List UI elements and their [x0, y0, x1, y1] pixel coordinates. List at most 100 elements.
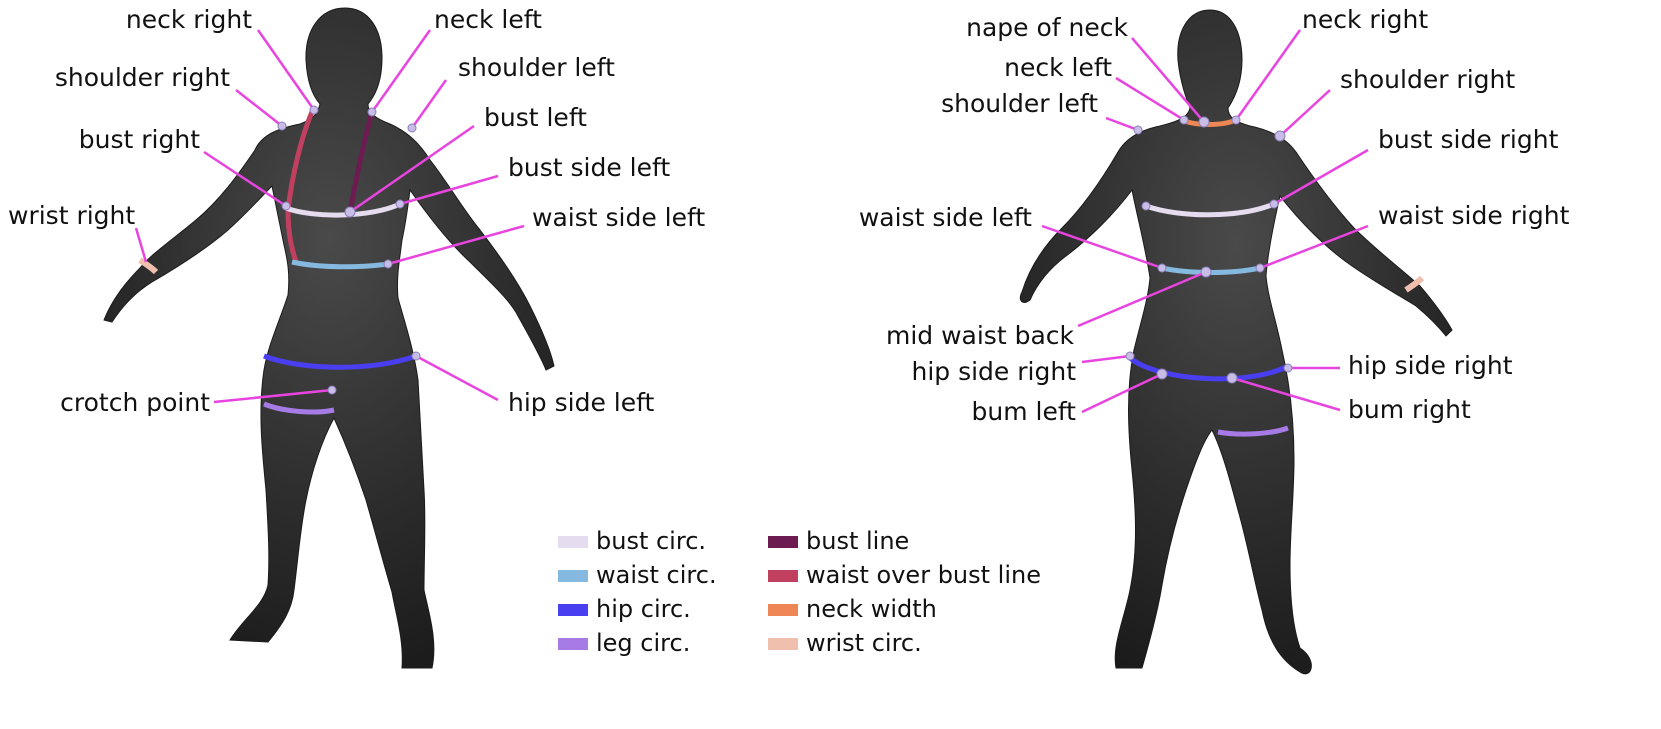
- back-landmarks: [1125, 115, 1293, 384]
- point-neck-right: [309, 105, 319, 115]
- label-back-neck-left: neck left: [1004, 53, 1112, 82]
- back-hip-circ: [1128, 355, 1290, 382]
- label-back-bum-left: bum left: [971, 397, 1076, 426]
- point-shoulder-left: [407, 123, 417, 133]
- leader-bust-right: [203, 150, 287, 208]
- leader-hip-side-left: [415, 354, 499, 402]
- leader-wrist-right: [134, 227, 148, 263]
- label-back-waist-side-right: waist side right: [1378, 201, 1570, 230]
- point-bust-side-left: [395, 199, 405, 209]
- leader-back-bum-left: [1081, 372, 1163, 414]
- leader-back-waist-side-right: [1259, 224, 1369, 270]
- point-crotch: [327, 385, 337, 395]
- leader-back-hip-side-right-l: [1081, 354, 1131, 364]
- label-back-bum-right: bum right: [1348, 395, 1471, 424]
- back-wrist-circ: [1404, 275, 1425, 293]
- legend-swatch-waist-circ: [558, 570, 588, 582]
- legend-item-neck-width: neck width: [768, 595, 937, 623]
- front-bust-circ: [285, 201, 402, 218]
- front-hip-circ: [263, 353, 417, 370]
- label-back-neck-right: neck right: [1302, 5, 1428, 34]
- legend-swatch-wrist-circ: [768, 638, 798, 650]
- legend-label-neck-width: neck width: [806, 595, 937, 623]
- legend-item-waist-over-bust-line: waist over bust line: [768, 561, 1041, 589]
- label-back-shoulder-left: shoulder left: [941, 89, 1098, 118]
- leader-bust-side-left: [399, 174, 499, 206]
- leader-back-bust-side-right: [1273, 148, 1369, 206]
- legend-label-leg-circ: leg circ.: [596, 629, 690, 657]
- point-back-waist-side-right: [1255, 263, 1265, 273]
- front-waist-circ: [291, 259, 389, 270]
- label-front-shoulder-right: shoulder right: [55, 63, 230, 92]
- front-wrist-circ: [138, 257, 159, 275]
- label-front-crotch-point: crotch point: [60, 388, 210, 417]
- point-back-hip-side-right-l: [1125, 351, 1135, 361]
- legend-item-hip-circ: hip circ.: [558, 595, 691, 623]
- front-landmarks: [277, 105, 421, 395]
- label-front-wrist-right: wrist right: [8, 201, 135, 230]
- label-back-nape-of-neck: nape of neck: [966, 13, 1128, 42]
- label-front-neck-right: neck right: [126, 5, 252, 34]
- point-back-shoulder-left: [1133, 125, 1143, 135]
- point-bust-right: [281, 201, 291, 211]
- point-back-nape: [1198, 116, 1210, 128]
- legend-label-hip-circ: hip circ.: [596, 595, 691, 623]
- legend-swatch-neck-width: [768, 604, 798, 616]
- leader-back-shoulder-right: [1279, 89, 1331, 137]
- legend-item-bust-circ: bust circ.: [558, 527, 706, 555]
- label-front-shoulder-left: shoulder left: [458, 53, 615, 82]
- front-body-silhouette: [103, 7, 555, 669]
- legend-swatch-leg-circ: [558, 638, 588, 650]
- leader-back-nape: [1131, 37, 1205, 123]
- label-back-hip-side-right: hip side right: [1348, 351, 1513, 380]
- label-back-bust-side-right: bust side right: [1378, 125, 1559, 154]
- leader-bust-left: [349, 124, 475, 214]
- legend-item-wrist-circ: wrist circ.: [768, 629, 922, 657]
- legend: bust circ. waist circ. hip circ. leg cir…: [558, 527, 1041, 657]
- leader-shoulder-right: [235, 89, 283, 127]
- back-bust-circ: [1145, 201, 1275, 218]
- point-back-neck-right: [1231, 115, 1241, 125]
- label-back-shoulder-right: shoulder right: [1340, 65, 1515, 94]
- legend-item-leg-circ: leg circ.: [558, 629, 690, 657]
- leader-neck-left: [370, 29, 432, 113]
- legend-swatch-hip-circ: [558, 604, 588, 616]
- leader-neck-right: [256, 29, 316, 111]
- point-back-neck-left: [1179, 115, 1189, 125]
- legend-label-bust-line: bust line: [806, 527, 909, 555]
- front-bust-line: [347, 111, 375, 213]
- legend-swatch-waist-over-bust-line: [768, 570, 798, 582]
- leader-back-bum-right: [1231, 376, 1341, 412]
- leader-back-neck-right: [1234, 29, 1302, 121]
- leader-back-waist-side-left: [1041, 224, 1163, 270]
- label-front-hip-side-left: hip side left: [508, 388, 654, 417]
- label-front-waist-side-left: waist side left: [532, 203, 705, 232]
- label-front-bust-right: bust right: [79, 125, 200, 154]
- legend-label-waist-over-bust-line: waist over bust line: [806, 561, 1041, 589]
- legend-label-waist-circ: waist circ.: [596, 561, 717, 589]
- point-shoulder-right: [277, 121, 287, 131]
- front-labels: neck right neck left shoulder right shou…: [8, 5, 705, 417]
- back-figure: [1019, 9, 1453, 675]
- label-back-waist-side-left: waist side left: [859, 203, 1032, 232]
- leader-back-shoulder-left: [1105, 116, 1139, 132]
- legend-label-bust-circ: bust circ.: [596, 527, 706, 555]
- back-labels: nape of neck neck right neck left should…: [859, 5, 1570, 426]
- point-back-bust-side-left: [1141, 201, 1151, 211]
- legend-label-wrist-circ: wrist circ.: [806, 629, 922, 657]
- point-back-bust-side-right: [1269, 199, 1279, 209]
- front-leg-circ: [263, 401, 335, 415]
- point-back-hip-side-right: [1283, 363, 1293, 373]
- front-figure: [103, 7, 555, 669]
- front-measurement-bands: [138, 111, 417, 415]
- point-hip-side-left: [411, 351, 421, 361]
- back-body-silhouette: [1019, 9, 1453, 675]
- legend-item-waist-circ: waist circ.: [558, 561, 717, 589]
- leader-shoulder-left: [410, 79, 448, 129]
- point-back-bum-right: [1226, 372, 1238, 384]
- front-leader-lines: [134, 29, 525, 404]
- point-neck-left: [367, 107, 377, 117]
- legend-item-bust-line: bust line: [768, 527, 909, 555]
- label-back-hip-side-right-left: hip side right: [911, 357, 1076, 386]
